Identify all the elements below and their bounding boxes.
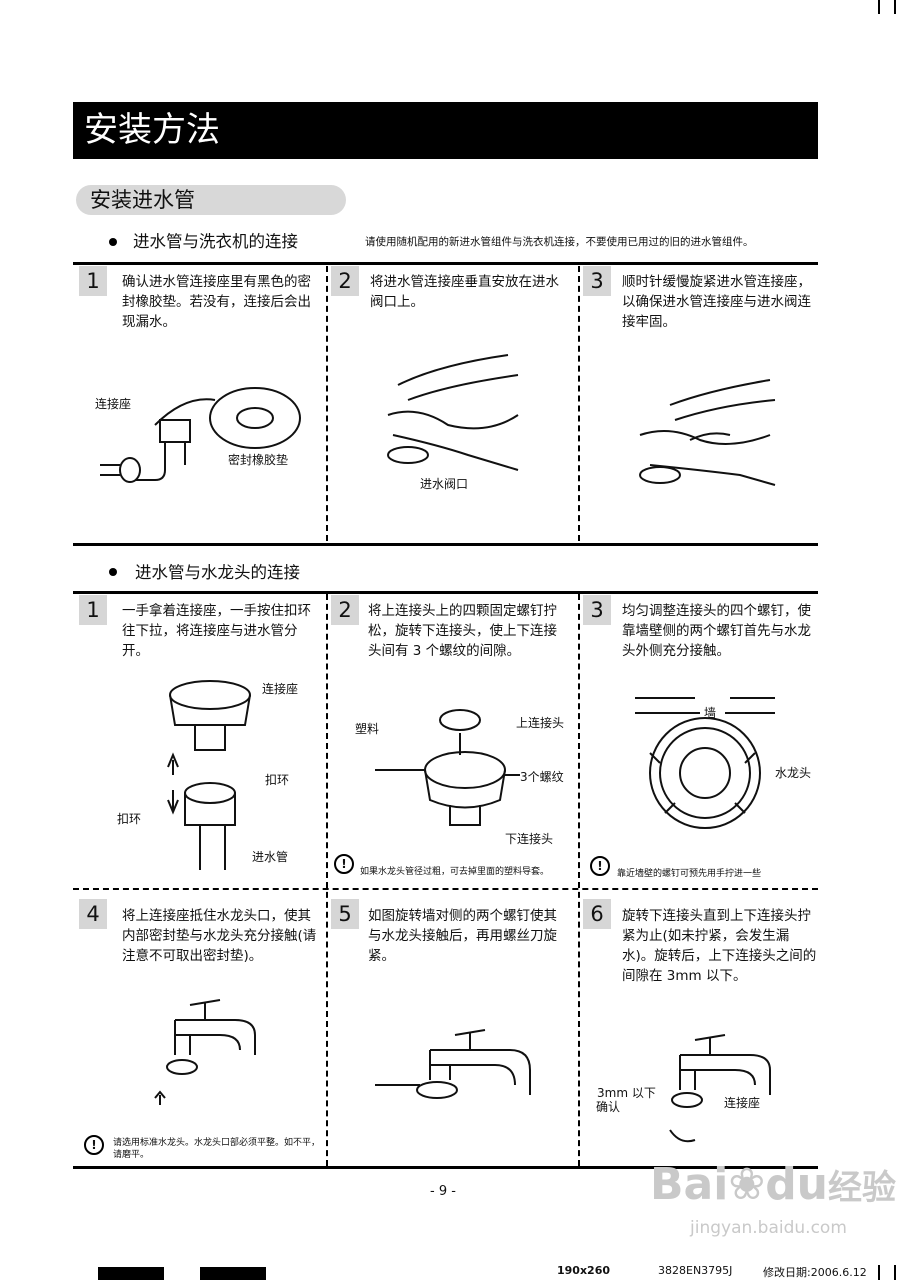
- label-connector: 连接座: [262, 682, 298, 697]
- label-wall: 墙: [704, 706, 716, 721]
- divider: [73, 543, 818, 546]
- label-connector: 连接座: [724, 1096, 760, 1111]
- step-text: 将上连接头上的四颗固定螺钉拧松，旋转下连接头，使上下连接头间有 3 个螺纹的间隙…: [368, 601, 568, 661]
- label-lower: 下连接头: [505, 832, 553, 847]
- step-number: 2: [331, 595, 359, 625]
- footer-revision: 修改日期:2006.6.12: [763, 1264, 867, 1280]
- faucet-tighten-illustration: [650, 1030, 790, 1150]
- step-text: 一手拿着连接座，一手按住扣环往下拉，将连接座与进水管分开。: [122, 601, 322, 661]
- warning-icon: !: [590, 856, 610, 876]
- step-number: 1: [79, 595, 107, 625]
- step-number: 2: [331, 266, 359, 296]
- crop-mark: [878, 0, 880, 14]
- step-number: 4: [79, 899, 107, 929]
- label-upper: 上连接头: [516, 716, 564, 731]
- step-text: 均匀调整连接头的四个螺钉，使靠墙壁侧的两个螺钉首先与水龙头外侧充分接触。: [622, 601, 818, 661]
- column-divider: [326, 594, 328, 1166]
- watermark-product: 经验: [828, 1168, 896, 1208]
- label-check: 确认: [596, 1100, 620, 1115]
- warning-icon: !: [84, 1135, 104, 1155]
- column-divider: [578, 266, 580, 541]
- step-number: 6: [583, 899, 611, 929]
- faucet-screwdriver-illustration: [375, 1025, 535, 1115]
- watermark-url: jingyan.baidu.com: [690, 1218, 847, 1238]
- paw-icon: ❀: [728, 1159, 765, 1210]
- crop-mark: [894, 0, 896, 14]
- step-text: 旋转下连接头直到上下连接头拧紧为止(如未拧紧，会发生漏水)。旋转后，上下连接头之…: [622, 906, 818, 986]
- step-text: 确认进水管连接座里有黑色的密封橡胶垫。若没有，连接后会出现漏水。: [122, 272, 322, 332]
- divider: [73, 262, 818, 265]
- hand-tighten-illustration: [630, 375, 780, 495]
- footer-size: 190x260: [557, 1264, 610, 1277]
- bullet-icon: [109, 568, 117, 576]
- step-number: 5: [331, 899, 359, 929]
- page-number: - 9 -: [430, 1184, 456, 1199]
- part1-heading: 进水管与洗衣机的连接: [133, 231, 298, 253]
- column-divider: [326, 266, 328, 541]
- step-number: 3: [583, 595, 611, 625]
- watermark-brand2: du: [765, 1159, 828, 1210]
- label-hose: 进水管: [252, 850, 288, 865]
- footer-code: 3828EN3795J: [658, 1264, 732, 1277]
- hand-install-illustration: [378, 345, 528, 485]
- step-text: 将上连接座抵住水龙头口，使其内部密封垫与水龙头充分接触(请注意不可取出密封垫)。: [122, 906, 322, 966]
- watermark-logo: Bai❀du经验: [650, 1160, 896, 1213]
- label-threads: 3个螺纹: [520, 770, 564, 785]
- crop-mark: [894, 1265, 896, 1280]
- row-divider: [73, 888, 818, 890]
- warning-text: 靠近墙壁的螺钉可预先用手拧进一些: [617, 868, 761, 880]
- warning-icon: !: [334, 854, 354, 874]
- label-gap: 3mm 以下: [597, 1086, 656, 1101]
- part1-note: 请使用随机配用的新进水管组件与洗衣机连接，不要使用已用过的旧的进水管组件。: [365, 235, 815, 249]
- page-title: 安装方法: [84, 107, 220, 153]
- screw-adjust-illustration: [370, 705, 530, 845]
- label-plastic: 塑料: [355, 722, 379, 737]
- step-number: 1: [79, 266, 107, 296]
- label-gasket: 密封橡胶垫: [228, 453, 288, 468]
- step-number: 3: [583, 266, 611, 296]
- label-ring-right: 扣环: [265, 773, 289, 788]
- bullet-icon: [109, 238, 117, 246]
- column-divider: [578, 594, 580, 1166]
- warning-text: 如果水龙头管径过粗，可去掉里面的塑料导套。: [360, 866, 549, 878]
- step-text: 顺时针缓慢旋紧进水管连接座，以确保进水管连接座与进水阀连接牢固。: [622, 272, 818, 332]
- step-text: 将进水管连接座垂直安放在进水阀口上。: [370, 272, 570, 312]
- watermark-brand: Bai: [650, 1159, 728, 1210]
- registration-bar: [200, 1267, 266, 1280]
- crop-mark: [878, 1265, 880, 1280]
- label-faucet: 水龙头: [775, 766, 811, 781]
- label-connector: 连接座: [95, 397, 131, 412]
- divider: [73, 591, 818, 594]
- part2-heading: 进水管与水龙头的连接: [135, 562, 300, 584]
- label-valve: 进水阀口: [420, 477, 468, 492]
- warning-text: 请选用标准水龙头。水龙头口部必须平整。如不平，请磨平。: [113, 1137, 321, 1161]
- connector-detach-illustration: [140, 675, 320, 875]
- label-ring-left: 扣环: [117, 812, 141, 827]
- step-text: 如图旋转墙对侧的两个螺钉使其与水龙头接触后，再用螺丝刀旋紧。: [368, 906, 568, 966]
- faucet-press-illustration: [130, 995, 270, 1105]
- registration-bar: [98, 1267, 164, 1280]
- section-title: 安装进水管: [90, 186, 195, 214]
